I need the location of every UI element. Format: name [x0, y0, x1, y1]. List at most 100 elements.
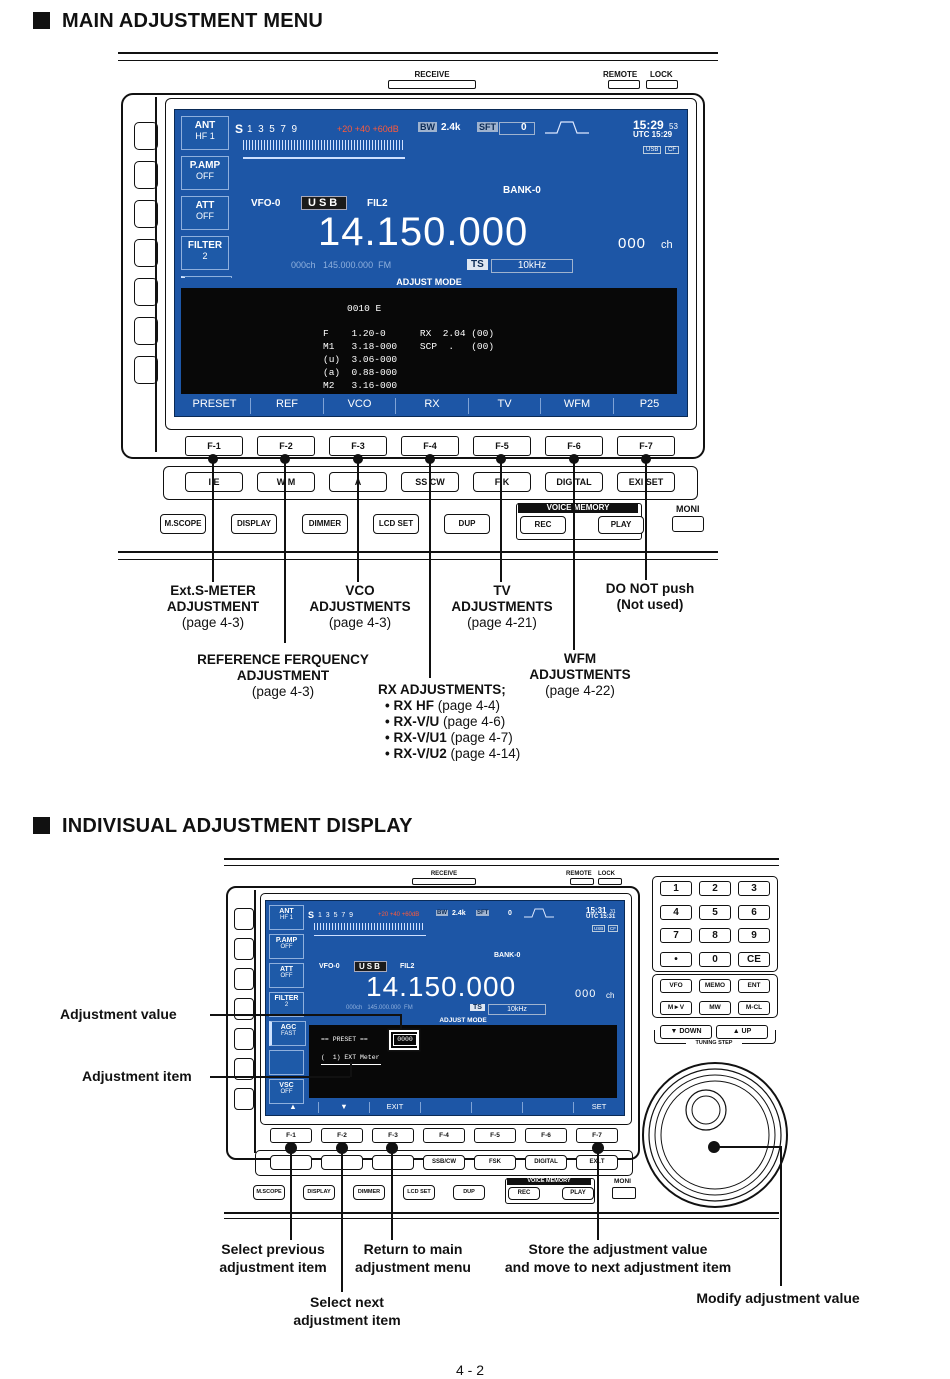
- row3-display-button[interactable]: DISPLAY: [231, 514, 277, 534]
- rec-button-b[interactable]: REC: [508, 1187, 540, 1200]
- main-tuning-dial-icon[interactable]: [640, 1060, 790, 1210]
- second-row-button[interactable]: W M: [257, 472, 315, 492]
- fkey-f5[interactable]: F-5: [473, 436, 531, 456]
- keypad-key[interactable]: 3: [738, 881, 770, 896]
- menu-item-b[interactable]: ▲: [268, 1102, 319, 1113]
- memory-key[interactable]: M►V: [660, 1001, 692, 1015]
- left-soft-key[interactable]: [234, 998, 254, 1020]
- menu-item-preset[interactable]: PRESET: [179, 398, 251, 414]
- left-soft-key[interactable]: [134, 161, 158, 189]
- memory-key[interactable]: MW: [699, 1001, 731, 1015]
- moni-button-b[interactable]: [612, 1187, 636, 1199]
- lcd-side-button[interactable]: [269, 1050, 304, 1075]
- second-row-button-b[interactable]: FSK: [474, 1155, 516, 1170]
- keypad-key[interactable]: 4: [660, 904, 692, 920]
- menu-item-b[interactable]: EXIT: [370, 1102, 421, 1113]
- second-row-button[interactable]: I E: [185, 472, 243, 492]
- row3-dup-button[interactable]: DUP: [444, 514, 490, 534]
- memory-key[interactable]: VFO: [660, 979, 692, 993]
- memory-key[interactable]: M-CL: [738, 1001, 770, 1015]
- row3-button-b[interactable]: LCD SET: [403, 1185, 435, 1200]
- menu-item-b[interactable]: [472, 1102, 523, 1113]
- keypad-key[interactable]: 6: [738, 904, 770, 920]
- left-soft-key[interactable]: [134, 278, 158, 306]
- keypad-key[interactable]: CE: [738, 951, 770, 967]
- memory-key[interactable]: ENT: [738, 979, 770, 993]
- menu-item-b[interactable]: SET: [591, 1102, 607, 1111]
- menu-item-wfm[interactable]: WFM: [542, 398, 614, 414]
- left-soft-key[interactable]: [234, 938, 254, 960]
- row3-lcd-set-button[interactable]: LCD SET: [373, 514, 419, 534]
- fkey-f2[interactable]: F-2: [257, 436, 315, 456]
- menu-item-rx[interactable]: RX: [397, 398, 469, 414]
- menu-item-p25[interactable]: P25: [639, 398, 660, 410]
- row3-button-b[interactable]: M.SCOPE: [253, 1185, 285, 1200]
- left-soft-key[interactable]: [134, 356, 158, 384]
- moni-button[interactable]: [672, 516, 704, 532]
- row3-button-b[interactable]: DIMMER: [353, 1185, 385, 1200]
- fkey-f5-b[interactable]: F-5: [474, 1128, 516, 1143]
- row3-dimmer-button[interactable]: DIMMER: [302, 514, 348, 534]
- second-row-button-b[interactable]: SSB/CW: [423, 1155, 465, 1170]
- left-soft-key[interactable]: [134, 317, 158, 345]
- menu-item-b[interactable]: [421, 1102, 472, 1113]
- menu-item-ref[interactable]: REF: [252, 398, 324, 414]
- left-soft-key[interactable]: [234, 1058, 254, 1080]
- keypad-key[interactable]: 2: [699, 881, 731, 896]
- fkey-f7[interactable]: F-7: [617, 436, 675, 456]
- menu-item-vco[interactable]: VCO: [324, 398, 396, 414]
- left-soft-key[interactable]: [134, 239, 158, 267]
- row3-button-b[interactable]: DISPLAY: [303, 1185, 335, 1200]
- fkey-f6-b[interactable]: F-6: [525, 1128, 567, 1143]
- row3-button-b[interactable]: DUP: [453, 1185, 485, 1200]
- tuning-step-down[interactable]: ▼ DOWN: [660, 1025, 712, 1039]
- tuning-step-up[interactable]: ▲ UP: [716, 1025, 768, 1039]
- menu-item-b[interactable]: [523, 1102, 574, 1113]
- row3-m-scope-button[interactable]: M.SCOPE: [160, 514, 206, 534]
- keypad-key[interactable]: 8: [699, 928, 731, 943]
- menu-item-tv[interactable]: TV: [469, 398, 541, 414]
- keypad-key[interactable]: 7: [660, 928, 692, 943]
- fkey-f2-b[interactable]: F-2: [321, 1128, 363, 1143]
- left-soft-key[interactable]: [234, 908, 254, 930]
- play-button-b[interactable]: PLAY: [562, 1187, 594, 1200]
- fkey-f1-b[interactable]: F-1: [270, 1128, 312, 1143]
- menu-item-b[interactable]: ▼: [319, 1102, 370, 1113]
- keypad-key[interactable]: 0: [699, 951, 731, 967]
- fkey-f6[interactable]: F-6: [545, 436, 603, 456]
- keypad-key[interactable]: 9: [738, 928, 770, 943]
- second-row-button[interactable]: F K: [473, 472, 531, 492]
- second-row-button-b[interactable]: [372, 1155, 414, 1170]
- second-row-button-b[interactable]: DIGITAL: [525, 1155, 567, 1170]
- keypad-key[interactable]: 1: [660, 881, 692, 896]
- left-soft-key[interactable]: [134, 122, 158, 150]
- fkey-f4-b[interactable]: F-4: [423, 1128, 465, 1143]
- rec-button[interactable]: REC: [520, 516, 566, 534]
- fkey-f4[interactable]: F-4: [401, 436, 459, 456]
- second-row-button-b[interactable]: EX .T: [576, 1155, 618, 1170]
- fkey-f1[interactable]: F-1: [185, 436, 243, 456]
- play-button[interactable]: PLAY: [598, 516, 644, 534]
- keypad-key[interactable]: 5: [699, 904, 731, 920]
- left-soft-key[interactable]: [234, 1028, 254, 1050]
- memory-key[interactable]: MEMO: [699, 979, 731, 993]
- left-soft-key[interactable]: [134, 200, 158, 228]
- left-soft-key[interactable]: [234, 968, 254, 990]
- sft-value-b: 0: [508, 910, 512, 917]
- fkey-f3-b[interactable]: F-3: [372, 1128, 414, 1143]
- keypad-key[interactable]: •: [660, 951, 692, 967]
- left-soft-key[interactable]: [234, 1088, 254, 1110]
- callout-page: (page 4-3): [251, 684, 315, 699]
- fkey-f3[interactable]: F-3: [329, 436, 387, 456]
- fkey-f7-b[interactable]: F-7: [576, 1128, 618, 1143]
